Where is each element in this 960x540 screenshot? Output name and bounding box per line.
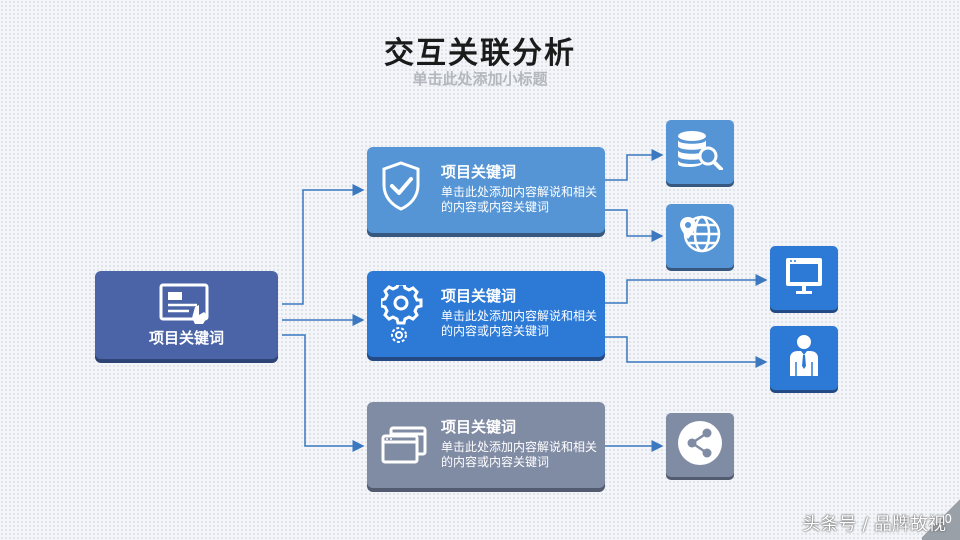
form-touch-icon [159,283,213,329]
monitor-icon [784,256,824,300]
root-node: 项目关键词 [95,271,278,359]
card-security: 项目关键词 单击此处添加内容解说和相关的内容或内容关键词 [367,147,605,233]
page-title: 交互关联分析 [384,36,576,71]
tile-person [770,326,838,390]
card-windows: 项目关键词 单击此处添加内容解说和相关的内容或内容关键词 [367,402,605,488]
connector-root-card3 [282,334,365,452]
page-subtitle: 单击此处添加小标题 [412,70,548,88]
businessman-icon [788,334,820,382]
globe-location-icon [677,211,723,261]
gears-icon [379,282,425,349]
connector-card2-person [605,336,768,368]
card-title: 项目关键词 [441,287,517,305]
card-description: 单击此处添加内容解说和相关的内容或内容关键词 [441,309,598,338]
database-search-icon [676,130,724,174]
tile-database [666,120,734,184]
shield-check-icon [381,161,421,215]
card-title: 项目关键词 [441,163,517,181]
connector-root-card1 [282,184,365,305]
card-title: 项目关键词 [441,418,517,436]
root-label: 项目关键词 [148,329,224,347]
page-number: 20 [936,512,952,526]
card-description: 单击此处添加内容解说和相关的内容或内容关键词 [441,185,598,214]
connector-card1-db [605,149,664,181]
share-icon [677,420,723,470]
watermark: 头条号 / 品牌故视 [802,514,946,535]
tile-monitor [770,246,838,310]
tile-globe [666,204,734,268]
page-corner-fold [922,496,960,540]
tile-share [666,413,734,477]
card-settings: 项目关键词 单击此处添加内容解说和相关的内容或内容关键词 [367,271,605,357]
connector-card2-monitor [605,274,768,304]
connector-card1-globe [605,209,664,242]
windows-icon [381,416,429,470]
card-description: 单击此处添加内容解说和相关的内容或内容关键词 [441,440,598,469]
